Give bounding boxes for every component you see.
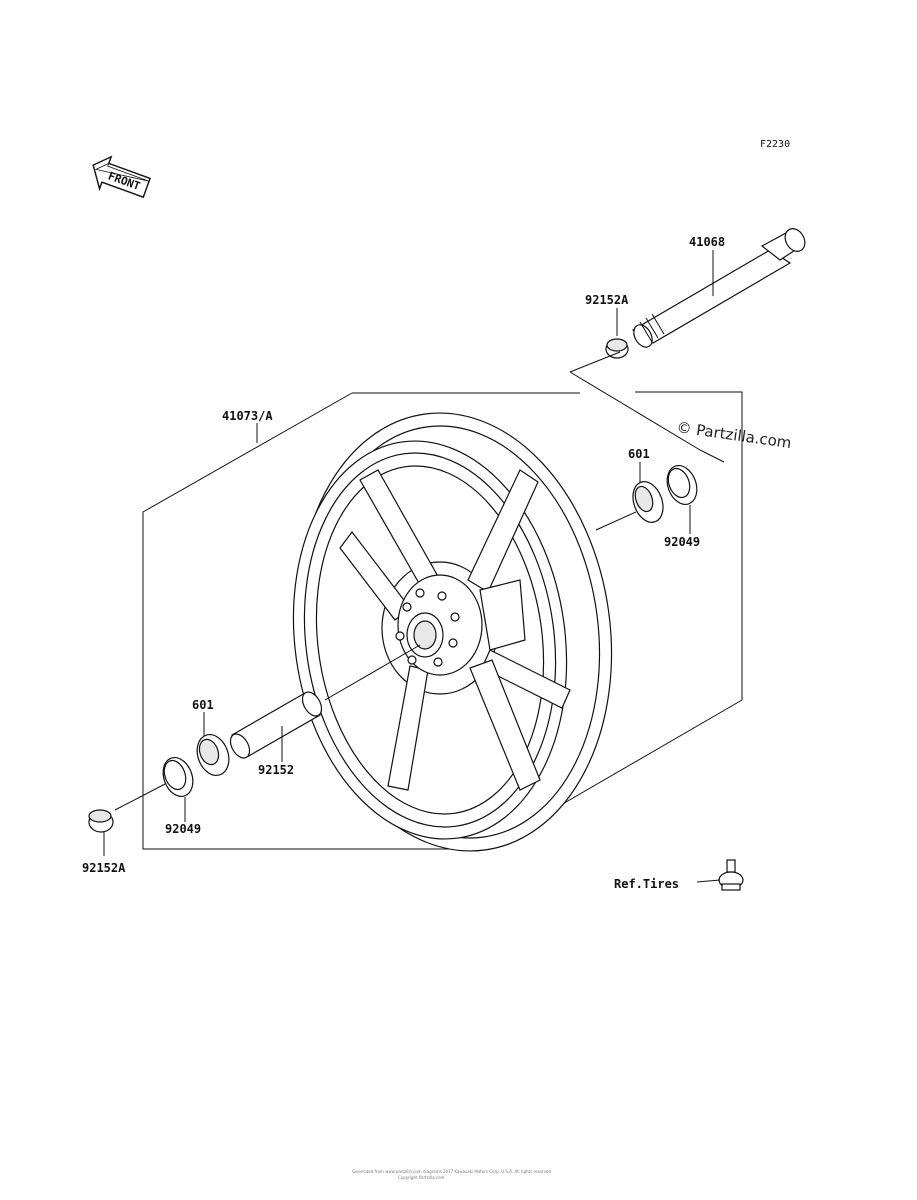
seal-right bbox=[666, 465, 698, 505]
bearing-right bbox=[632, 481, 664, 523]
axis-line-top-2 bbox=[569, 371, 701, 451]
front-axle bbox=[631, 228, 806, 348]
label-601-left: 601 bbox=[192, 698, 214, 712]
label-92152A-top: 92152A bbox=[585, 293, 629, 307]
axis-line-top bbox=[569, 351, 621, 373]
leader-ref-tires bbox=[696, 879, 721, 883]
axis-line-left bbox=[114, 783, 166, 811]
label-41068: 41068 bbox=[689, 235, 725, 249]
collar-top bbox=[605, 338, 629, 359]
front-direction-arrow-icon: FRONT bbox=[92, 155, 152, 199]
front-wheel bbox=[292, 412, 613, 852]
collar-bottom bbox=[88, 809, 114, 833]
axis-line-right bbox=[595, 511, 637, 531]
label-92152: 92152 bbox=[258, 763, 294, 777]
diagram-code: F2230 bbox=[760, 139, 790, 150]
spacer-92152 bbox=[229, 691, 323, 759]
label-92049-right: 92049 bbox=[664, 535, 700, 549]
label-41073A: 41073/A bbox=[222, 409, 273, 423]
valve-stem-icon bbox=[718, 859, 744, 891]
bearing-left bbox=[196, 734, 230, 776]
seal-left bbox=[162, 757, 194, 797]
label-601-right: 601 bbox=[628, 447, 650, 461]
footer-line-2: Copyright Partzilla.com bbox=[398, 1175, 445, 1180]
label-92152A-bottom: 92152A bbox=[82, 861, 126, 875]
watermark: © Partzilla.com bbox=[675, 418, 792, 452]
axis-line-top-3 bbox=[699, 449, 725, 463]
footer-line-1: Generated from www.partzilla.com diagram… bbox=[352, 1169, 551, 1174]
axis-line-hub bbox=[324, 644, 421, 701]
label-ref-tires: Ref.Tires bbox=[614, 877, 679, 891]
label-92049-left: 92049 bbox=[165, 822, 201, 836]
